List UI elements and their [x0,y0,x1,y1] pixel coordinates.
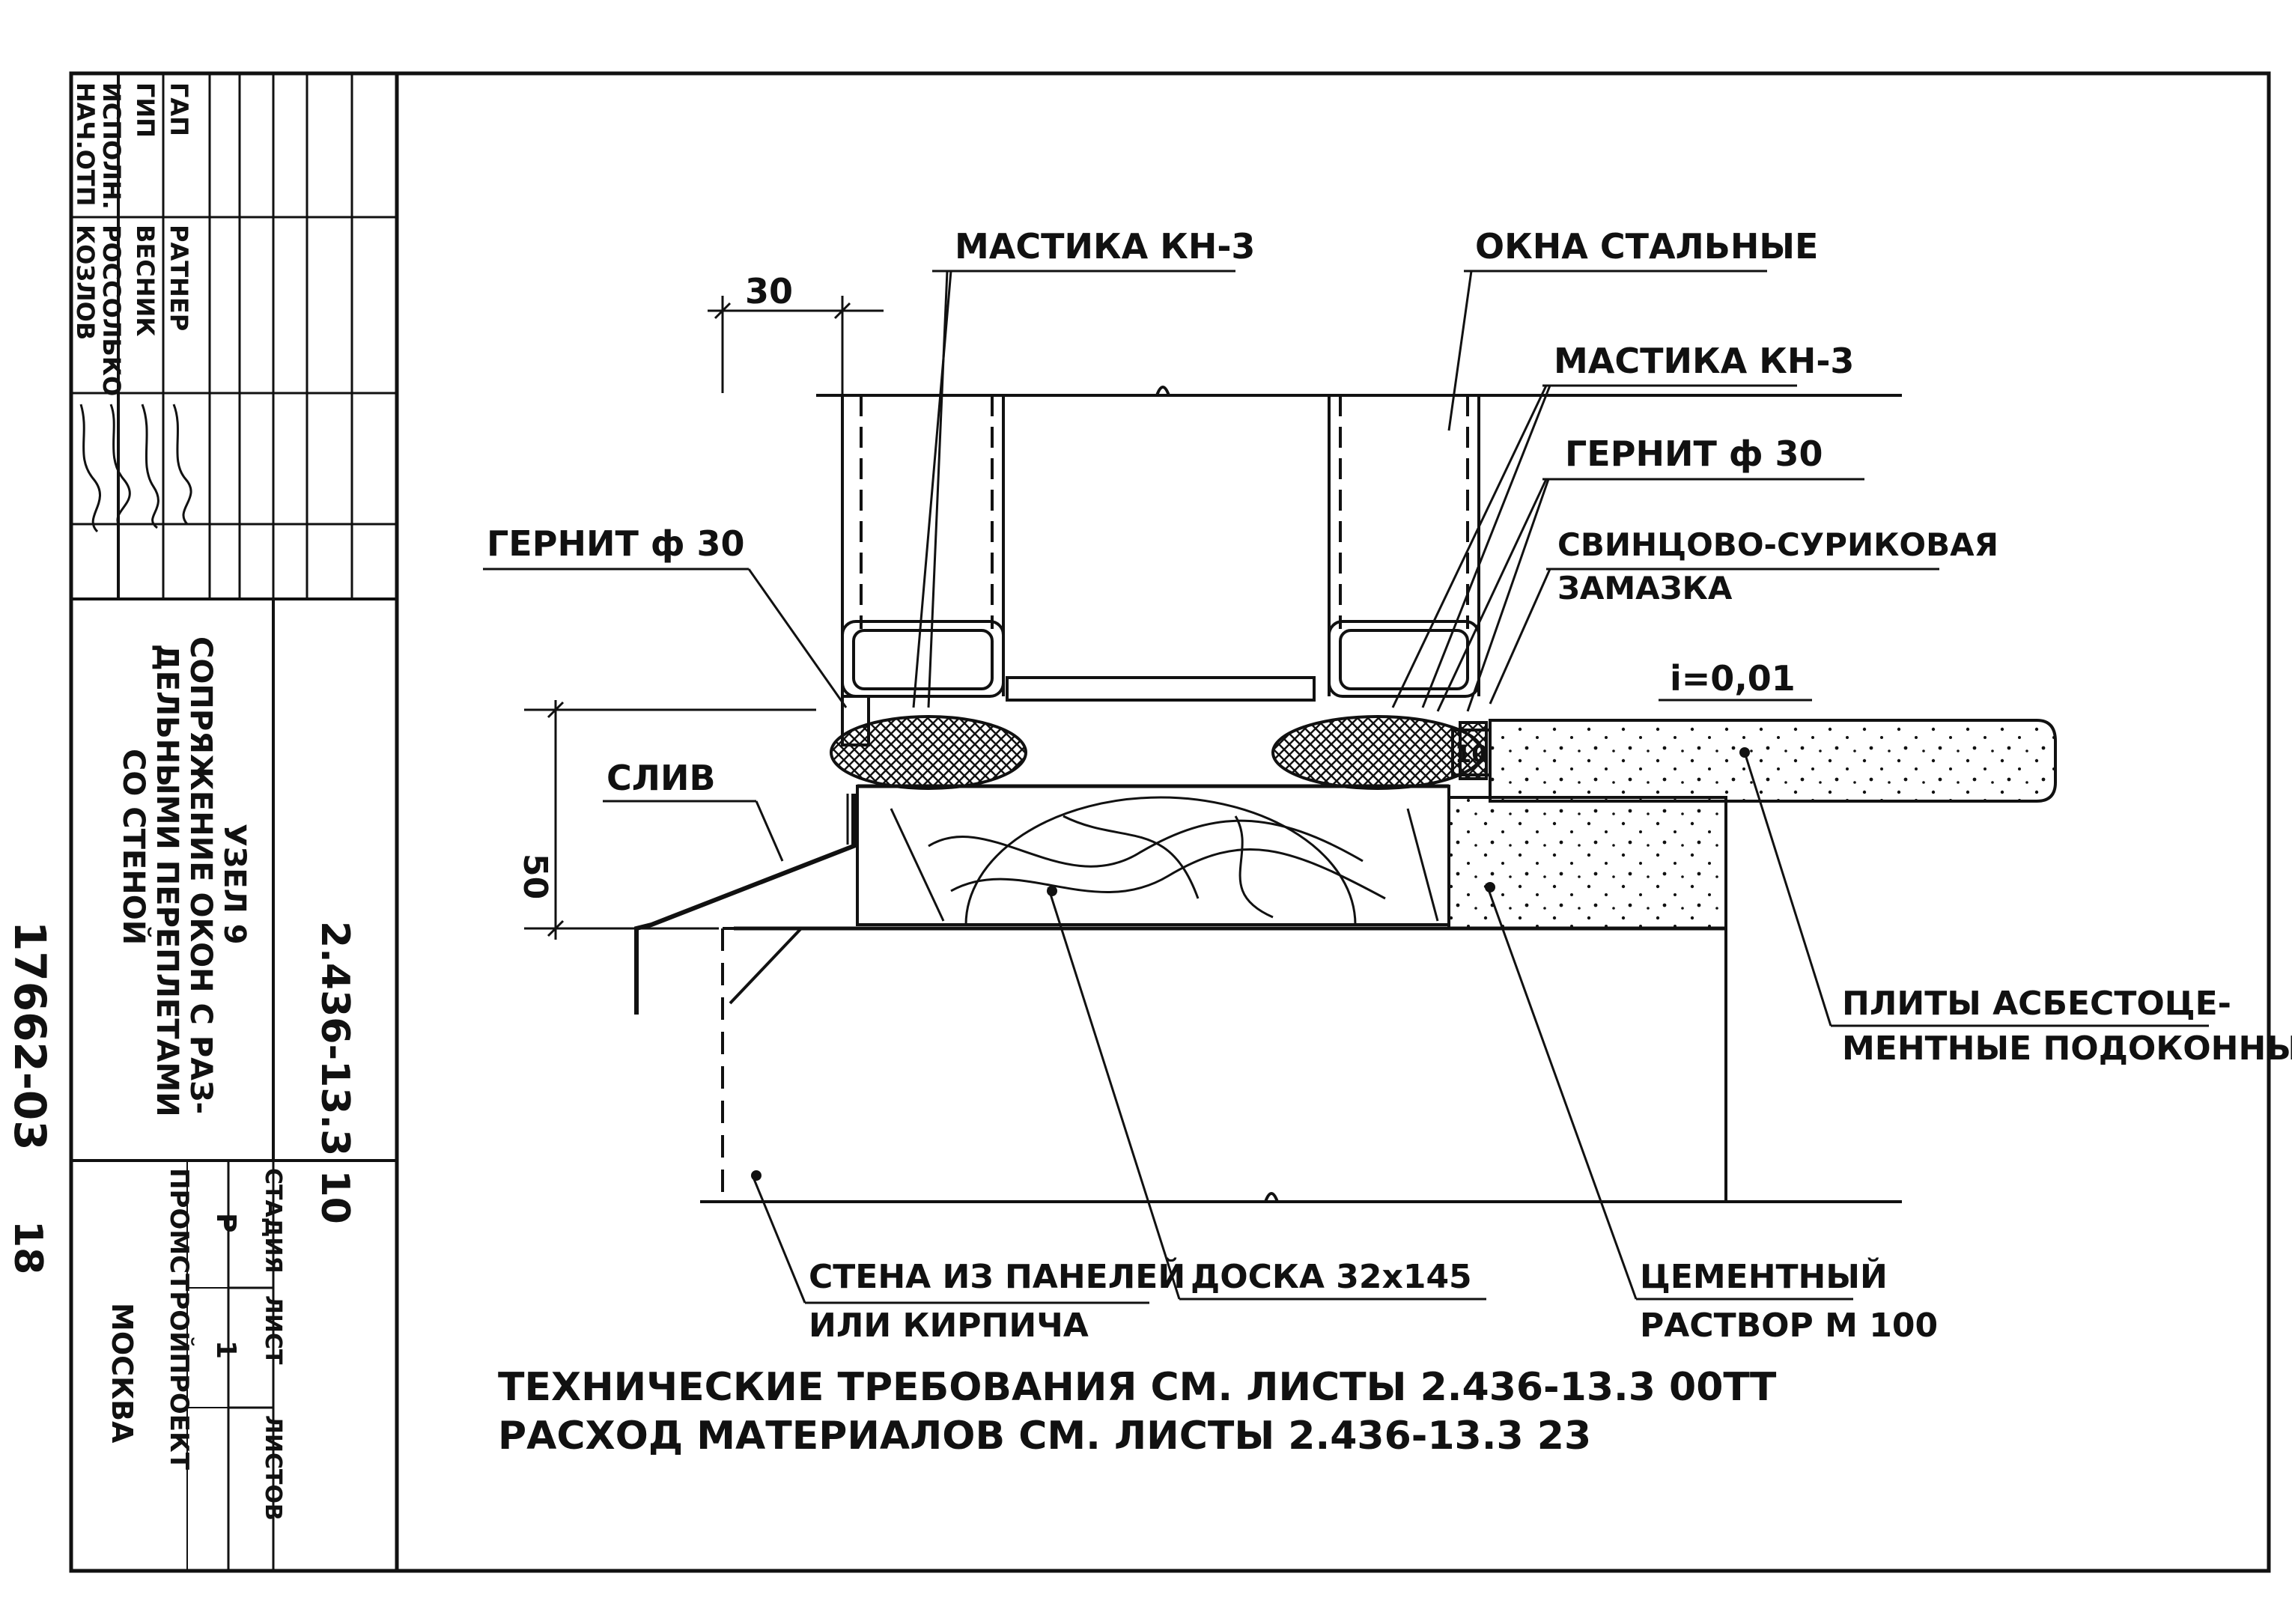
dim-50: 50 [516,854,554,899]
left-window-profile [841,395,1005,746]
name-ratner: РАТНЕР [165,225,193,331]
label-putty-line1: СВИНЦОВО-СУРИКОВАЯ [1557,526,1998,563]
sheet-header: ЛИСТ [260,1295,286,1365]
label-slabs-line2: МЕНТНЫЕ ПОДОКОННЫЕ [1842,1030,2292,1068]
drawing-title-line2: СОПРЯЖЕНИЕ ОКОН С РАЗ- [183,636,218,1114]
sheet-frame [69,71,2271,1573]
callout-labels: МАСТИКА КН-3 ОКНА СТАЛЬНЫЕ МАСТИКА КН-3 … [487,226,2292,1345]
city: МОСКВА [106,1303,139,1444]
stage-header: СТАДИЯ [260,1168,286,1274]
drawing-title-line3: ДЕЛЬНЫМИ ПЕРЕПЛЕТАМИ [150,644,184,1117]
dim-30: 30 [745,271,793,311]
note-materials: РАСХОД МАТЕРИАЛОВ СМ. ЛИСТЫ 2.436-13.3 2… [498,1414,1591,1459]
label-drain: СЛИВ [607,758,716,798]
signatures [79,404,192,533]
leader-lines [483,270,2209,1304]
label-putty-line2: ЗАМАЗКА [1557,570,1733,606]
drawing-code: 2.436-13.3 10 [312,921,357,1224]
title-block: ИСПОЛН. ГИП ГАП НАЧ.ОТП РОССОЛЬКО ВЕСНИК… [71,73,397,1571]
drawing-title-line4: СО СТЕНОЙ [116,749,152,945]
label-slope: i=0,01 [1670,658,1796,699]
name-kozlov: КОЗЛОВ [71,225,100,340]
role-gap: ГАП [165,82,193,136]
drawing-title-line1: УЗЕЛ 9 [217,824,252,945]
stage-value: Р [210,1213,241,1232]
label-wall-line1: СТЕНА ИЗ ПАНЕЛЕЙ [809,1256,1185,1296]
notes: ТЕХНИЧЕСКИЕ ТРЕБОВАНИЯ СМ. ЛИСТЫ 2.436-1… [498,1365,1777,1459]
wall-body [700,801,1902,1203]
asbestos-slab [1489,719,2057,803]
archive-number: 17662-03 [4,921,55,1151]
label-mortar-line1: ЦЕМЕНТНЫЙ [1640,1256,1888,1296]
label-mastic-right: МАСТИКА КН-3 [1554,341,1854,381]
label-gernit-right: ГЕРНИТ ф 30 [1565,434,1823,474]
cement-mortar [1447,796,1727,930]
label-gernit-left: ГЕРНИТ ф 30 [487,523,745,564]
dim-10: 10 [1455,740,1489,768]
role-isp: ИСПОЛН. [97,82,126,210]
gernit-seal-left [830,715,1027,790]
sheets-header: ЛИСТОВ [260,1415,286,1521]
organization: ПРОМСТРОЙПРОЕКТ [164,1168,195,1471]
label-mastic-left: МАСТИКА КН-3 [955,226,1255,267]
sheet-value: 1 [210,1340,241,1359]
detail-drawing [483,270,2209,1304]
label-wall-line2: ИЛИ КИРПИЧА [809,1307,1089,1345]
name-vesnik: ВЕСНИК [131,225,159,336]
role-gip: ГИП [131,82,159,138]
label-mortar-line2: РАСТВОР М 100 [1640,1307,1938,1345]
note-tech-requirements: ТЕХНИЧЕСКИЕ ТРЕБОВАНИЯ СМ. ЛИСТЫ 2.436-1… [498,1365,1777,1410]
archive-page: 18 [5,1220,50,1274]
right-window-profile [1328,395,1480,698]
label-board: ДОСКА 32х145 [1191,1258,1472,1296]
role-nach: НАЧ.ОТП [71,82,100,206]
name-rossolko: РОССОЛЬКО [97,225,126,396]
label-steel-windows: ОКНА СТАЛЬНЫЕ [1475,226,1818,267]
label-slabs-line1: ПЛИТЫ АСБЕСТОЦЕ- [1842,985,2231,1023]
